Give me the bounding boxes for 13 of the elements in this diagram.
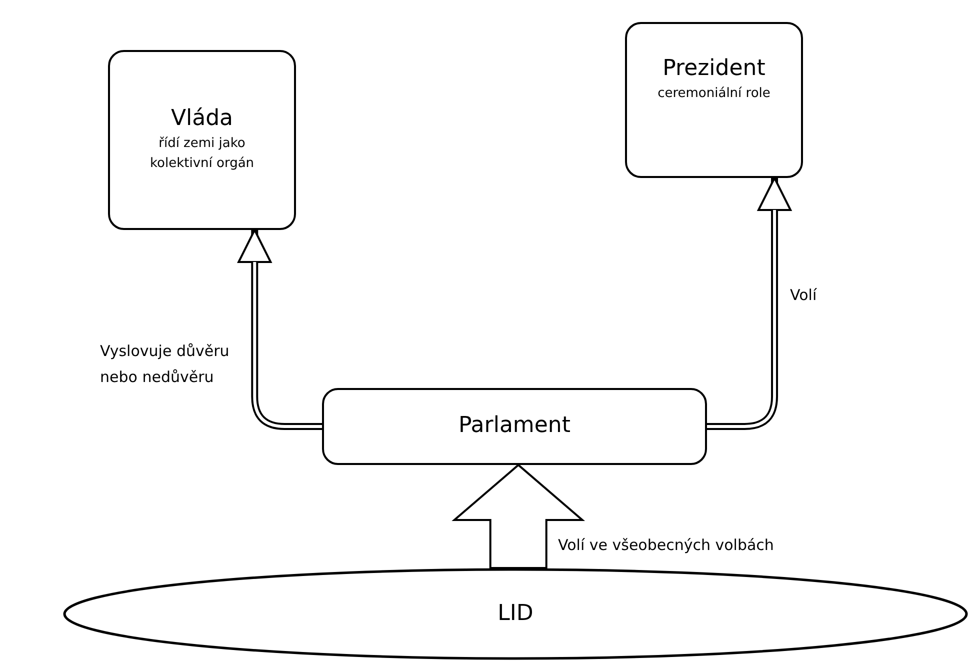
rounded-box [108,50,296,230]
ellipse-node [63,568,968,660]
double-line-arrow [707,177,792,430]
rounded-box [322,388,707,465]
rounded-box [625,22,803,178]
node-description: řídí zemi jako kolektivní orgán [148,134,256,174]
node-title: Prezident [662,55,766,84]
node-title: LID [498,600,534,628]
node-title: Vláda [170,104,234,133]
double-line-arrow [238,229,322,430]
node-description: ceremoniální role [658,84,770,103]
node-title: Parlament [458,412,570,440]
block-arrow [452,464,586,569]
